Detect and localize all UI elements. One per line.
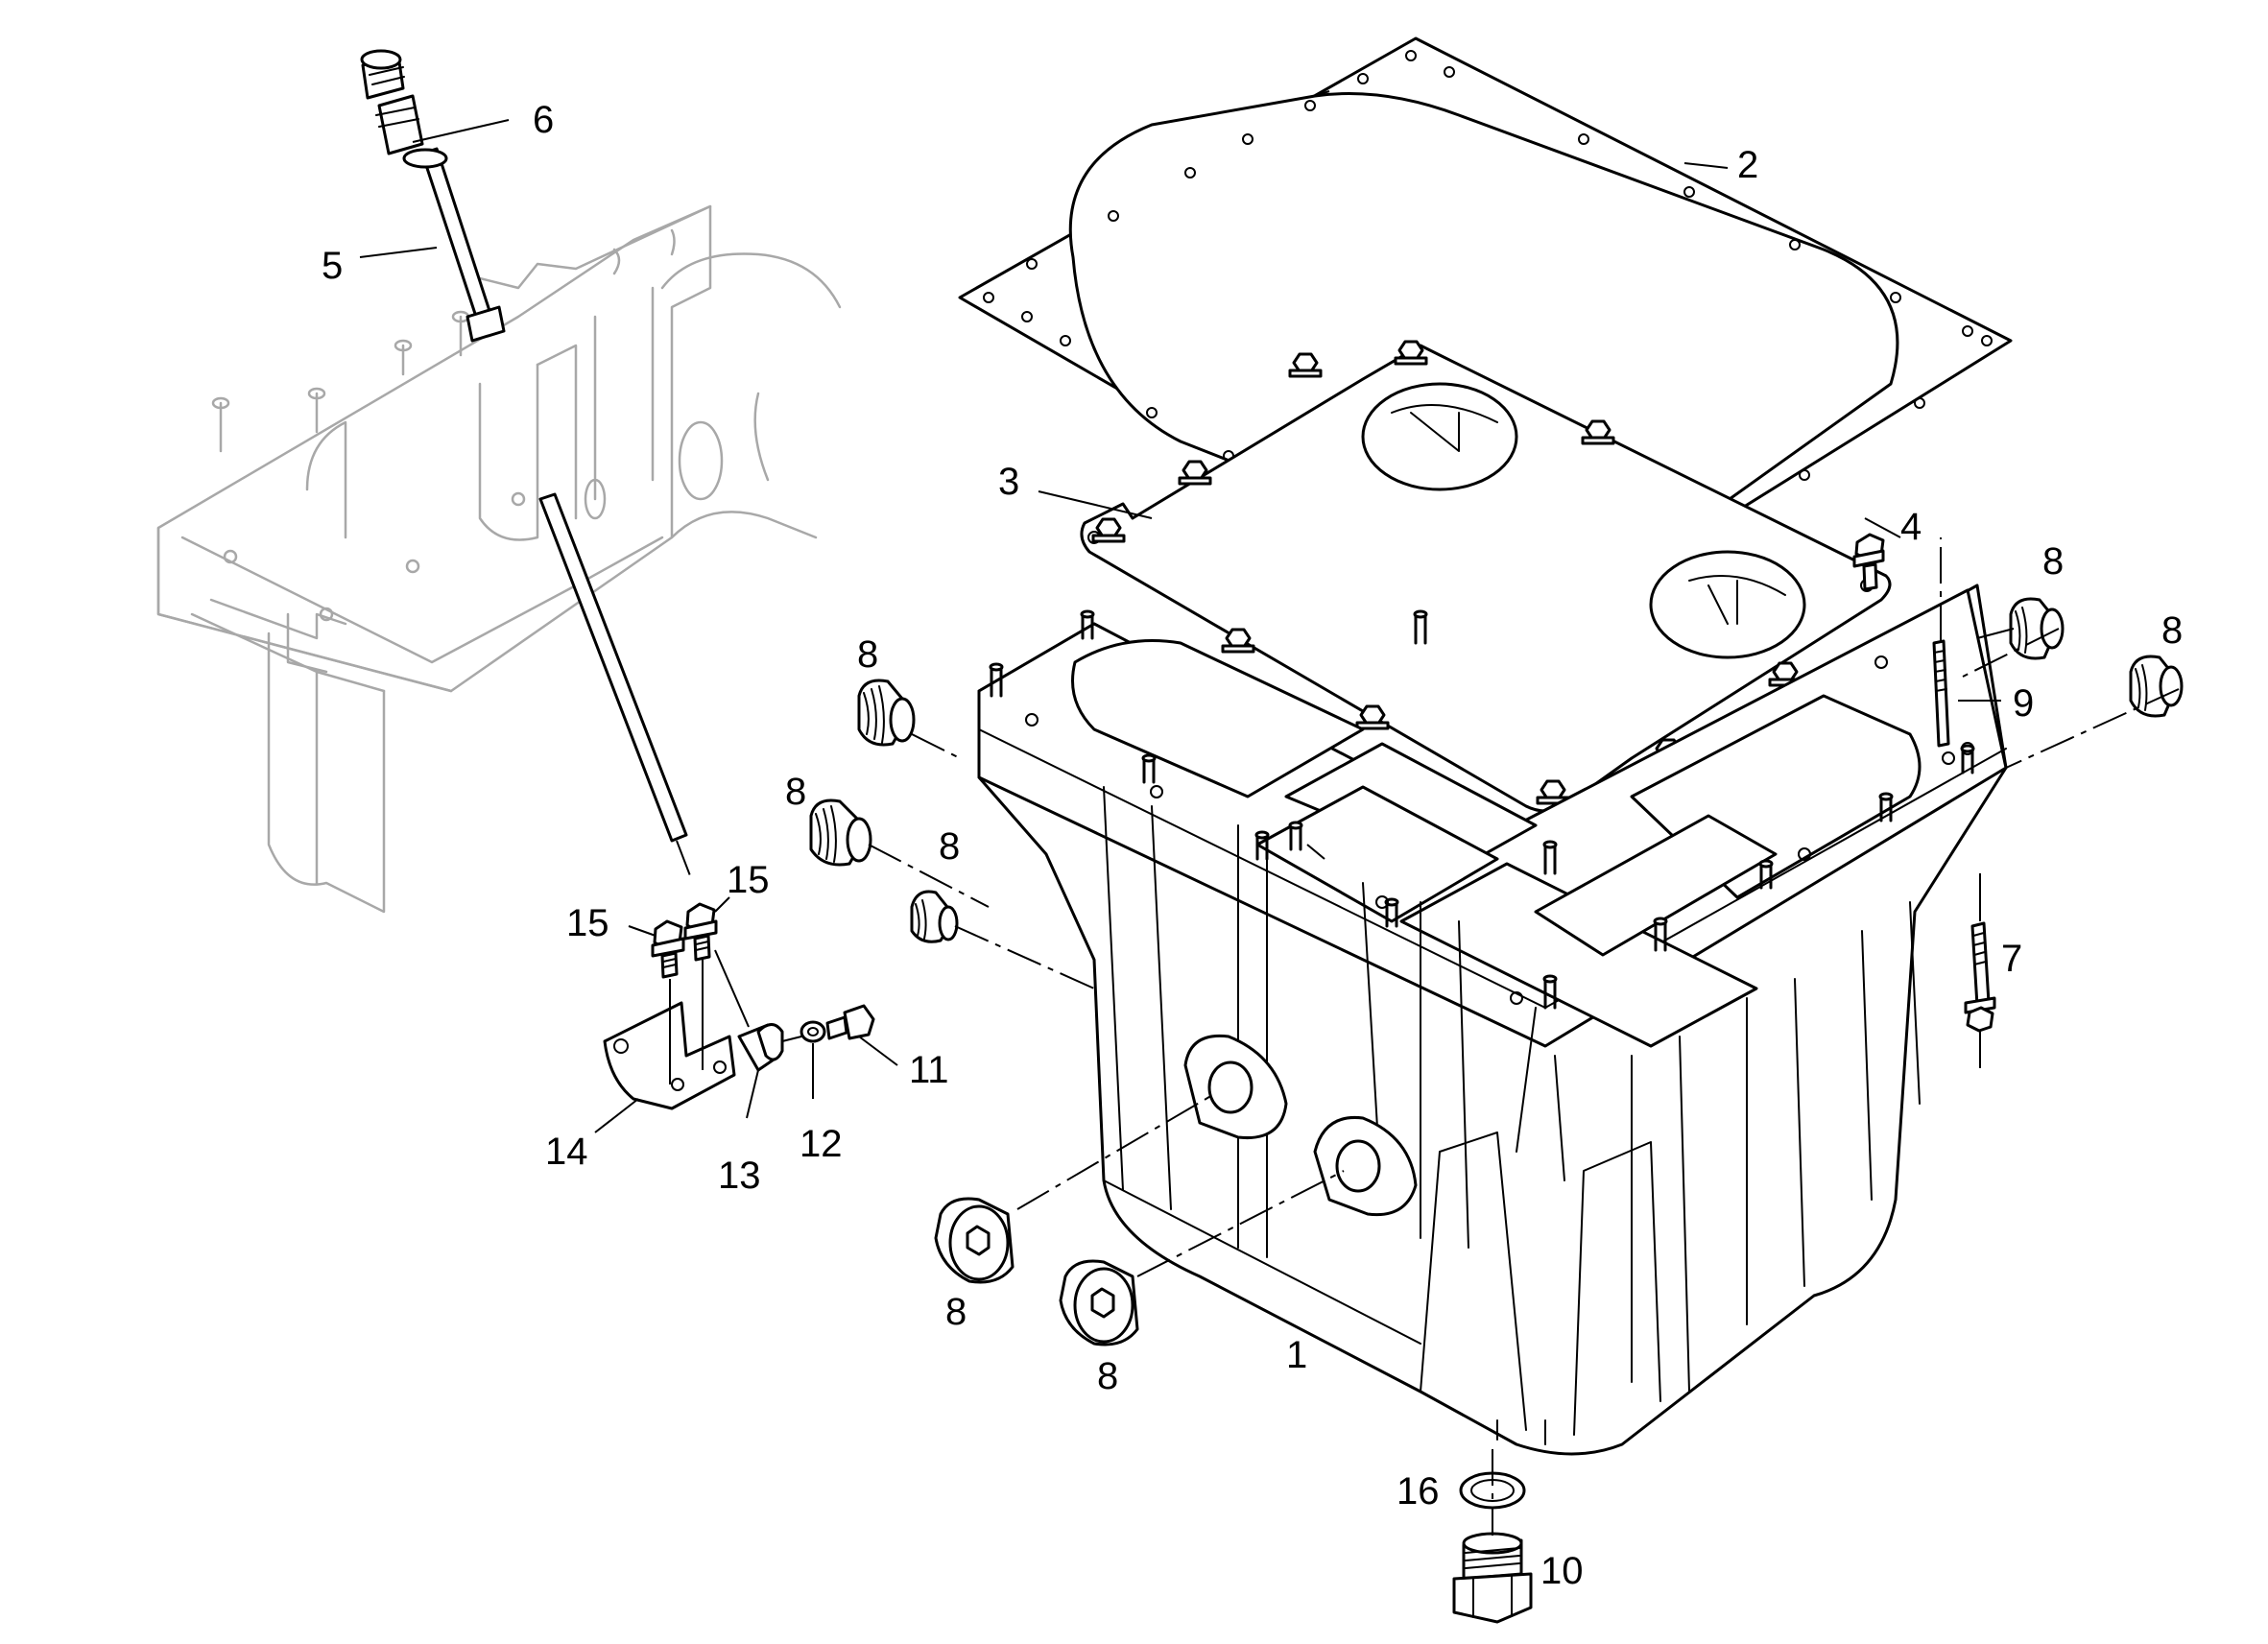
bracket-assembly (603, 902, 875, 1110)
plugs (809, 597, 2184, 1346)
callout-9: 9 (2013, 682, 2034, 725)
plug-bottom-b (1059, 1259, 1139, 1346)
callout-6: 6 (533, 99, 554, 141)
callout-11: 11 (909, 1049, 949, 1091)
callout-1: 1 (1286, 1334, 1307, 1376)
callout-16: 16 (1397, 1470, 1440, 1513)
bolt-7 (1964, 921, 1996, 1033)
plug-left (809, 798, 872, 867)
baffle-plate (1080, 340, 1892, 813)
plug-right-b (2129, 655, 2184, 718)
callout-3: 3 (998, 461, 1019, 503)
plug-small (910, 890, 959, 943)
bolt-4 (1852, 533, 1885, 591)
callout-14: 14 (545, 1131, 588, 1173)
bolt-15-b (683, 902, 718, 962)
callout-8b: 8 (785, 771, 806, 813)
bolt-15-a (651, 919, 685, 979)
oil-pan (977, 584, 2008, 1456)
callout-15a: 15 (566, 902, 609, 944)
plug-right-a (2009, 597, 2065, 660)
callout-8a: 8 (857, 633, 878, 676)
leader-lines (359, 90, 2015, 1133)
callout-labels: 1 2 3 4 5 6 7 8 8 8 8 8 8 8 9 10 11 12 1… (322, 99, 2183, 1592)
callout-15b: 15 (727, 859, 770, 901)
callout-2: 2 (1737, 144, 1758, 186)
callout-8d: 8 (2042, 540, 2064, 583)
dipstick-tube (360, 49, 688, 843)
drain-plug (1452, 1532, 1533, 1624)
callout-8c: 8 (939, 825, 960, 868)
callout-12: 12 (800, 1123, 843, 1165)
callout-7: 7 (2001, 938, 2022, 980)
callout-10: 10 (1540, 1550, 1584, 1592)
callout-4: 4 (1900, 506, 1922, 548)
callout-8e: 8 (2161, 609, 2183, 652)
callout-8g: 8 (1097, 1355, 1118, 1397)
bolt-11 (843, 1004, 875, 1040)
flange-studs (989, 609, 1975, 1010)
callout-13: 13 (718, 1155, 761, 1197)
washer (800, 1020, 826, 1043)
callout-8f: 8 (945, 1291, 967, 1333)
assembly-lines (669, 537, 2180, 1536)
plug-top-left (857, 679, 916, 747)
stud-9 (1932, 639, 1950, 748)
plug-bottom-a (934, 1197, 1015, 1284)
o-ring (402, 148, 448, 169)
callout-5: 5 (322, 245, 343, 287)
